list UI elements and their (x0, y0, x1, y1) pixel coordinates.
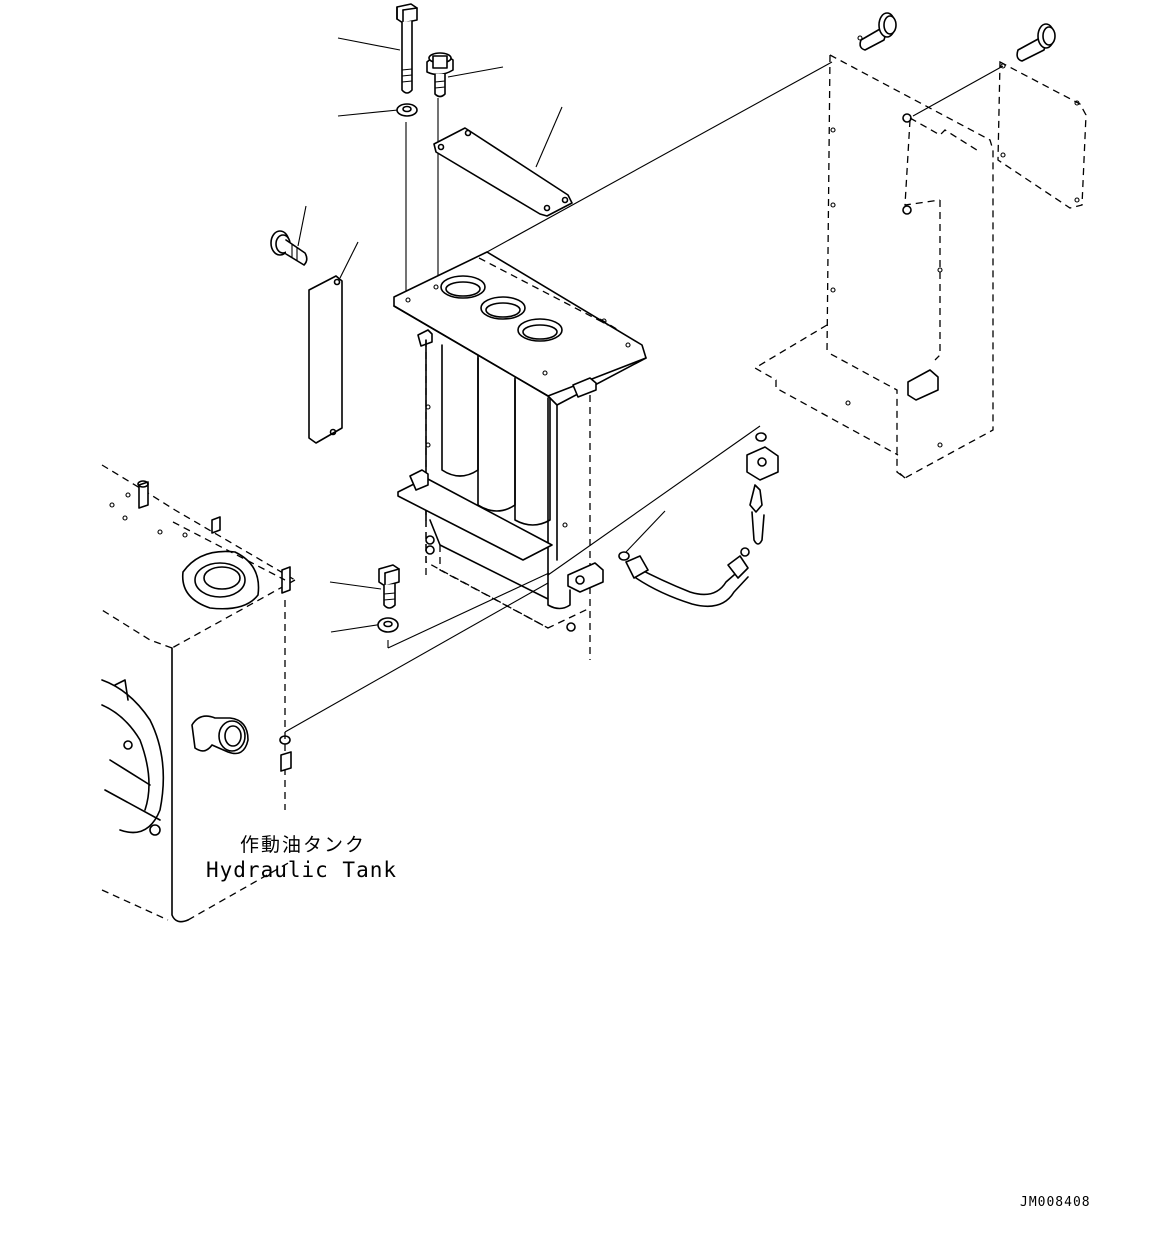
cover-plate-side-icon (308, 275, 343, 444)
washer-lower-icon (377, 617, 399, 633)
cover-plate-top-icon (433, 127, 573, 217)
tank-label-english: Hydraulic Tank (206, 858, 398, 882)
washer-top-icon (396, 103, 418, 117)
flange-bolt-left-icon (270, 230, 308, 266)
o-ring-icon (618, 551, 630, 561)
assembly-lines (284, 61, 1004, 733)
drawing-id: JM008408 (1020, 1195, 1091, 1210)
leader-lines (297, 37, 666, 633)
filter-bracket-icon (393, 251, 647, 660)
hydraulic-tank-icon (101, 464, 296, 923)
bolt-lower-icon (378, 564, 400, 609)
tank-label-japanese: 作動油タンク (240, 834, 367, 856)
hose-assembly-icon (625, 432, 779, 608)
cover-panel-right-icon (753, 12, 1087, 479)
short-bolt-top-icon (426, 52, 454, 98)
long-bolt-icon (396, 3, 418, 94)
